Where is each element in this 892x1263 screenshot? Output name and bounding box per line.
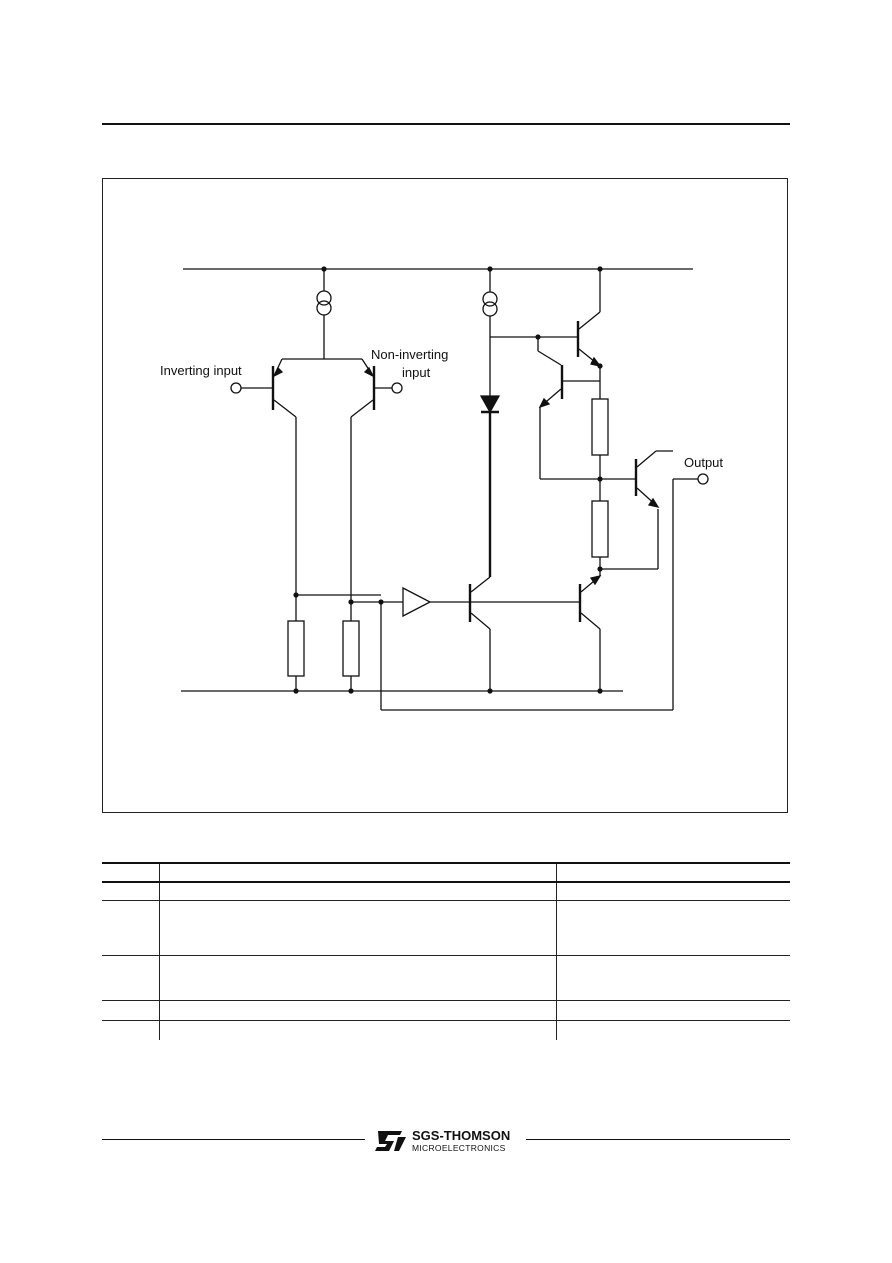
table-row [102, 882, 790, 900]
logo-subtitle: MICROELECTRONICS [412, 1143, 506, 1153]
output-transistor [600, 450, 709, 508]
junction-dots [293, 266, 603, 694]
st-logo-icon [375, 1131, 406, 1151]
table-header-row [102, 863, 790, 883]
spec-table [102, 862, 790, 1040]
output-label: Output [684, 455, 723, 470]
footer-rule-right [526, 1139, 790, 1140]
output-resistors [591, 398, 609, 569]
circuit-schematic: Inverting input Non-inverting input Outp… [160, 266, 723, 711]
driver-transistors [537, 269, 602, 480]
table-row [102, 955, 790, 1000]
table-row [102, 1000, 790, 1020]
company-logo: SGS-THOMSON MICROELECTRONICS [375, 1128, 510, 1153]
diode [479, 337, 501, 577]
input-transistor-non-inverting [350, 358, 403, 602]
schematic-frame: Inverting input Non-inverting input Outp… [102, 178, 788, 813]
inverting-input-label: Inverting input [160, 363, 242, 378]
gain-transistor [468, 576, 579, 691]
non-inverting-input-label: Non-inverting [371, 347, 448, 362]
table-row [102, 900, 790, 955]
feedback-loop [380, 479, 674, 711]
table-row [102, 1020, 790, 1040]
buffer-amplifier [402, 586, 469, 618]
input-transistor-inverting [230, 358, 297, 595]
current-source-2 [482, 269, 578, 338]
current-source-1 [282, 269, 362, 360]
top-rule [102, 123, 790, 125]
footer-rule-left [102, 1139, 365, 1140]
logo-name: SGS-THOMSON [412, 1128, 510, 1143]
sink-transistor [578, 509, 659, 691]
non-inverting-input-label-2: input [402, 365, 431, 380]
load-resistors [287, 594, 403, 691]
